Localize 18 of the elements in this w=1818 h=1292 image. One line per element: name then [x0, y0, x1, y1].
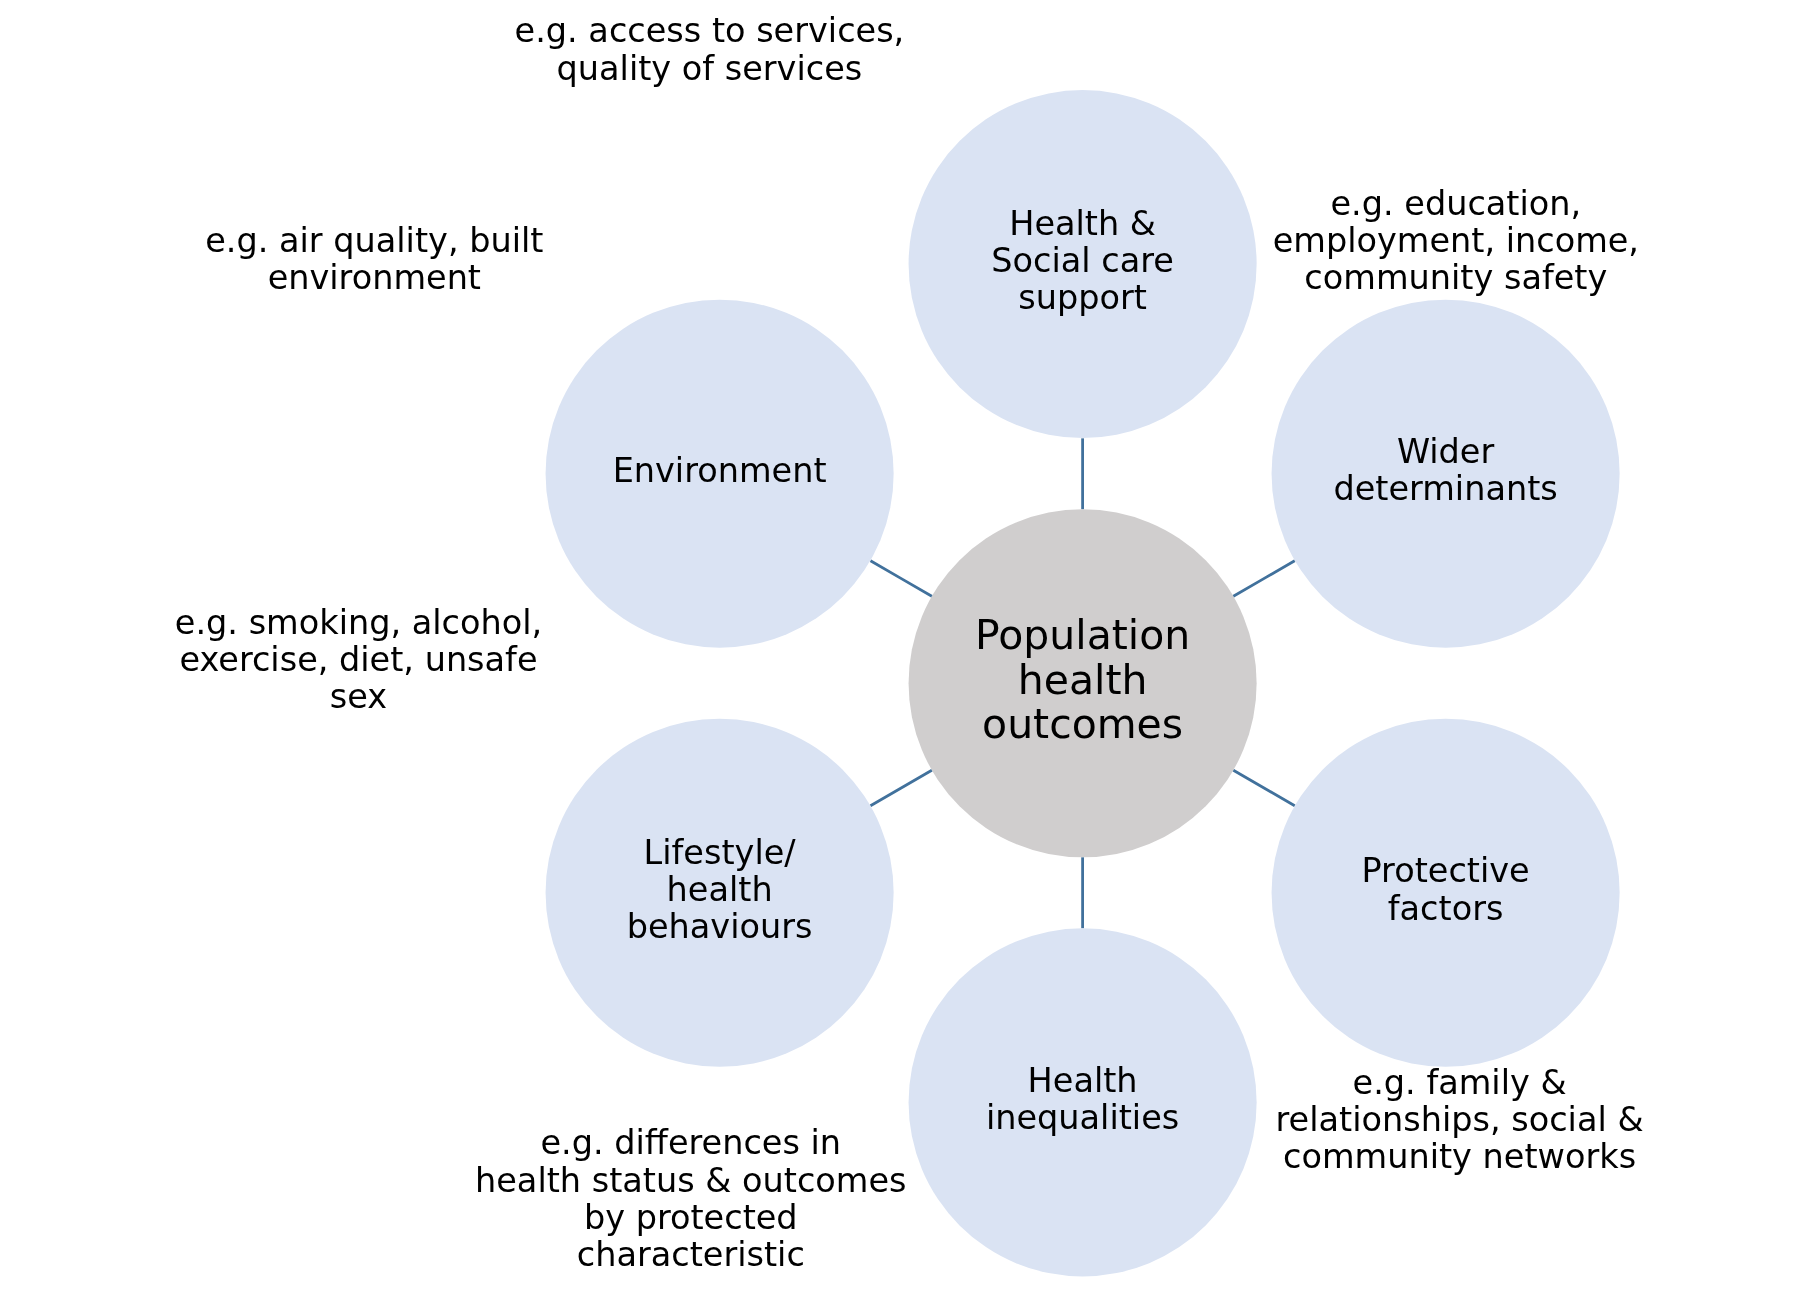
node-label: e.g. differences in health status & outcomes by protected characteristic	[474, 1123, 907, 1274]
node-label: e.g. access to services, quality of services	[514, 11, 904, 88]
connector	[1232, 559, 1295, 598]
node-circle: Protective factors	[1271, 718, 1620, 1067]
connector	[1080, 857, 1084, 929]
node-circle: Lifestyle/ health behaviours	[545, 718, 894, 1067]
node-circle: Health inequalities	[908, 928, 1257, 1277]
node-label: e.g. air quality, built environment	[204, 220, 543, 298]
node-circle: Environment	[545, 299, 894, 648]
node-label: e.g. education, employment, income, community safety	[1272, 183, 1639, 298]
connector	[1080, 438, 1084, 510]
node-circle: Health & Social care support	[908, 90, 1257, 439]
connector	[869, 559, 932, 598]
node-label: e.g. smoking, alcohol, exercise, diet, unsafe sex	[174, 602, 542, 717]
connector	[869, 769, 932, 807]
node-circle: Population health outcomes	[908, 509, 1257, 858]
connector	[1232, 769, 1295, 807]
node-circle: Wider determinants	[1271, 299, 1620, 648]
